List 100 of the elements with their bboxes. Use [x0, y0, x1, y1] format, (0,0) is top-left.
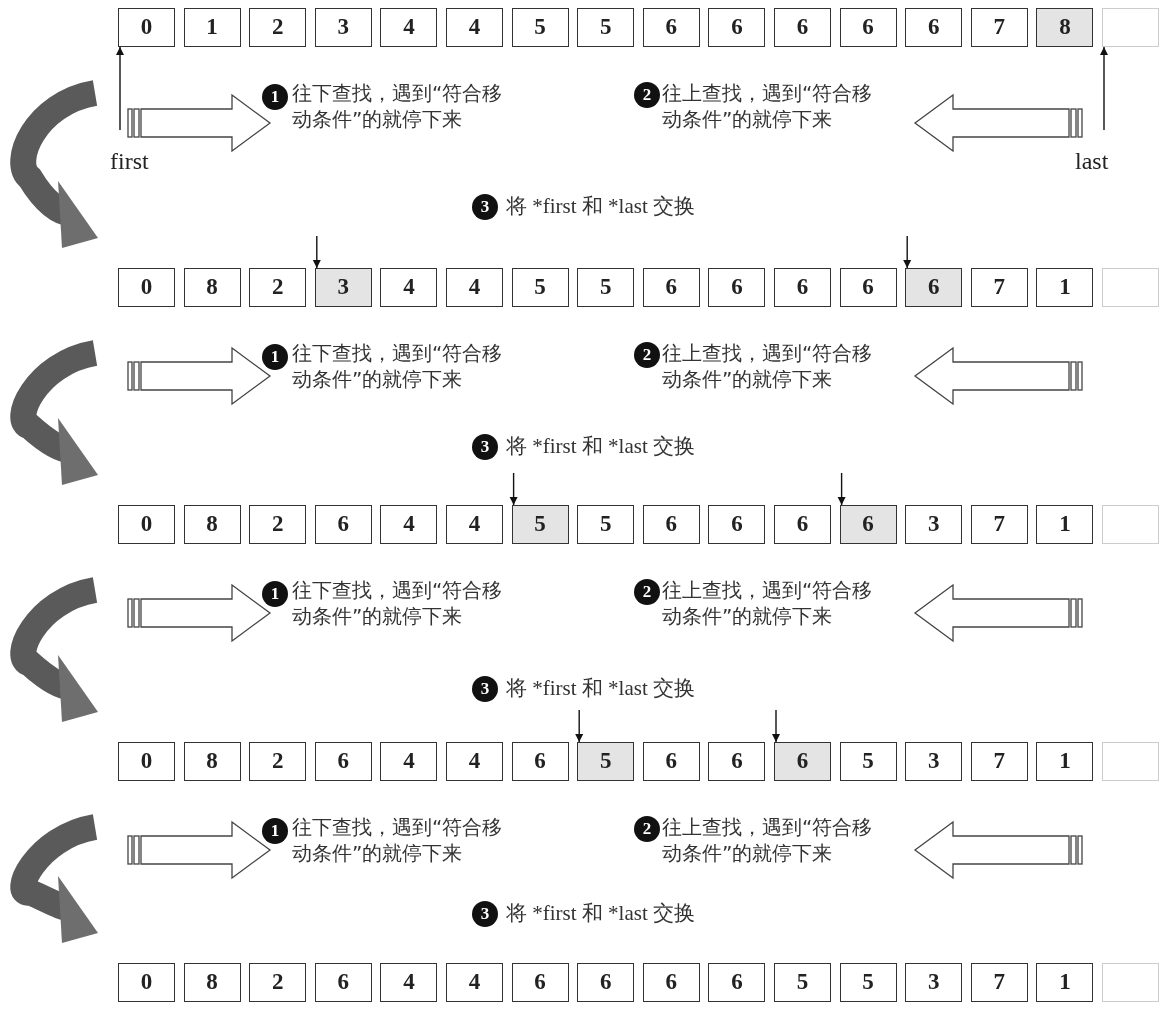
array-cell: 6 — [642, 505, 700, 544]
array-cell: 6 — [642, 8, 700, 47]
step-number: 1 — [262, 818, 288, 844]
step-number: 2 — [634, 342, 660, 368]
array-cell: 0 — [118, 268, 175, 307]
array-cell: 5 — [577, 8, 635, 47]
step-text: 往上查找，遇到“符合移动条件”的就停下来 — [662, 577, 874, 629]
array-cell: 4 — [446, 742, 503, 781]
array-cell: 6 — [905, 8, 963, 47]
array-cell: 2 — [249, 8, 307, 47]
array-cell: 6 — [839, 8, 897, 47]
step-number: 3 — [472, 676, 498, 702]
array-cell: 6 — [314, 742, 372, 781]
array-cell: 7 — [970, 505, 1028, 544]
array-cell: 7 — [970, 268, 1028, 307]
array-cell: 6 — [839, 505, 897, 544]
array-cell: 5 — [577, 742, 635, 781]
array-cell: 6 — [774, 268, 831, 307]
array-cell: 6 — [774, 505, 831, 544]
array-cell: 1 — [183, 8, 241, 47]
leader-line — [1100, 46, 1108, 131]
step-text: 将 *first 和 *last 交换 — [506, 900, 695, 926]
array-cell: 7 — [970, 8, 1028, 47]
array-cell: 6 — [774, 742, 831, 781]
array-cell: 6 — [314, 505, 372, 544]
step-number: 3 — [472, 901, 498, 927]
array-cell: 4 — [446, 8, 503, 47]
array-cell: 4 — [380, 963, 438, 1002]
array-cell: 6 — [511, 963, 569, 1002]
array-cell: 5 — [577, 268, 635, 307]
array-cell: 1 — [1036, 963, 1094, 1002]
array-cell: 5 — [511, 8, 569, 47]
pointer-arrow — [772, 709, 780, 743]
pointer-arrow — [312, 235, 321, 269]
array-cell: 5 — [839, 742, 897, 781]
array-cell: 5 — [774, 963, 831, 1002]
pointer-label: last — [1075, 148, 1109, 175]
leader-line — [116, 46, 124, 131]
array-cell: 0 — [118, 505, 175, 544]
array-cell: 2 — [249, 268, 307, 307]
array-cell: 0 — [118, 742, 175, 781]
array-cell: 4 — [446, 268, 503, 307]
array-cell: 2 — [249, 505, 307, 544]
array-cell: 6 — [708, 742, 766, 781]
array-cell: 3 — [905, 742, 963, 781]
pointer-label: first — [110, 148, 149, 175]
step-text: 往下查找，遇到“符合移动条件”的就停下来 — [292, 814, 504, 866]
array-cell: 6 — [642, 742, 700, 781]
empty-cell — [1102, 963, 1159, 1002]
pointer-arrow — [837, 472, 846, 506]
step-text: 往上查找，遇到“符合移动条件”的就停下来 — [662, 814, 874, 866]
array-cell: 8 — [183, 742, 241, 781]
array-cell: 4 — [380, 8, 438, 47]
step-number: 1 — [262, 581, 288, 607]
array-cell: 6 — [708, 8, 766, 47]
array-cell: 1 — [1036, 505, 1094, 544]
array-cell: 0 — [118, 8, 175, 47]
array-cell: 4 — [380, 505, 438, 544]
array-cell: 6 — [642, 268, 700, 307]
array-cell: 8 — [1036, 8, 1094, 47]
array-cell: 6 — [577, 963, 635, 1002]
array-cell: 4 — [380, 742, 438, 781]
empty-cell — [1102, 8, 1159, 47]
pointer-arrow — [903, 235, 912, 269]
step-number: 3 — [472, 434, 498, 460]
step-number: 3 — [472, 194, 498, 220]
array-cell: 5 — [511, 268, 569, 307]
step-text: 将 *first 和 *last 交换 — [506, 433, 695, 459]
array-cell: 3 — [314, 268, 372, 307]
array-cell: 3 — [314, 8, 372, 47]
array-cell: 4 — [446, 505, 503, 544]
array-cell: 2 — [249, 742, 307, 781]
array-cell: 6 — [708, 505, 766, 544]
array-cell: 8 — [183, 505, 241, 544]
array-cell: 6 — [708, 268, 766, 307]
step-text: 将 *first 和 *last 交换 — [506, 675, 695, 701]
step-number: 2 — [634, 816, 660, 842]
array-cell: 6 — [839, 268, 897, 307]
empty-cell — [1102, 268, 1159, 307]
array-cell: 5 — [839, 963, 897, 1002]
array-cell: 1 — [1036, 742, 1094, 781]
array-cell: 8 — [183, 268, 241, 307]
step-text: 往上查找，遇到“符合移动条件”的就停下来 — [662, 80, 874, 132]
step-text: 往下查找，遇到“符合移动条件”的就停下来 — [292, 577, 504, 629]
step-text: 往下查找，遇到“符合移动条件”的就停下来 — [292, 80, 504, 132]
empty-cell — [1102, 505, 1159, 544]
array-cell: 3 — [905, 963, 963, 1002]
array-cell: 6 — [511, 742, 569, 781]
array-cell: 7 — [970, 742, 1028, 781]
array-cell: 6 — [314, 963, 372, 1002]
step-number: 1 — [262, 84, 288, 110]
array-cell: 5 — [511, 505, 569, 544]
array-cell: 6 — [905, 268, 963, 307]
array-cell: 4 — [446, 963, 503, 1002]
array-cell: 4 — [380, 268, 438, 307]
array-cell: 0 — [118, 963, 175, 1002]
array-cell: 6 — [708, 963, 766, 1002]
empty-cell — [1102, 742, 1159, 781]
step-number: 1 — [262, 344, 288, 370]
array-cell: 5 — [577, 505, 635, 544]
